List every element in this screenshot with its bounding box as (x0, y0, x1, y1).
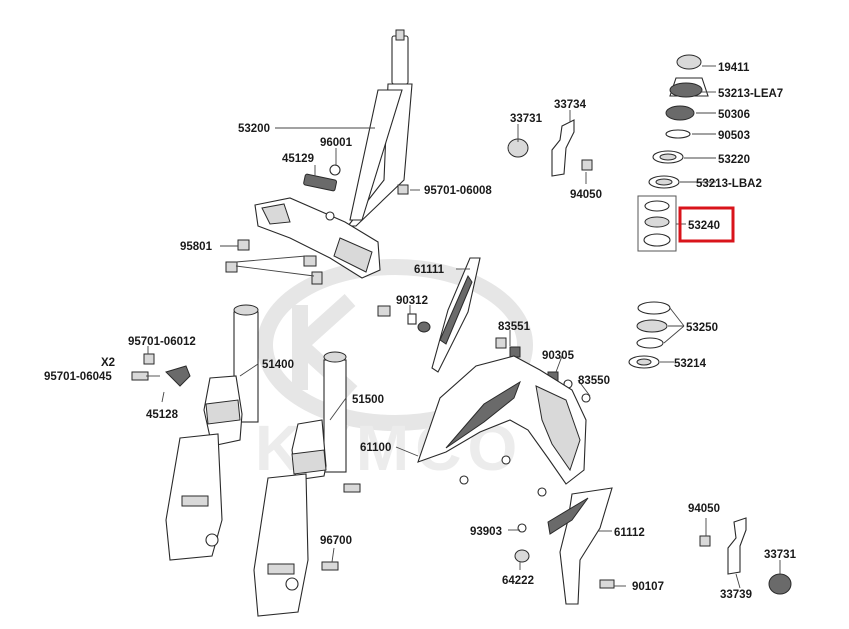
label-94050-bottom: 94050 (688, 503, 720, 515)
label-19411: 19411 (718, 62, 750, 74)
fork-leg-51400 (165, 304, 259, 561)
label-95801: 95801 (180, 241, 213, 253)
label-96001: 96001 (320, 137, 353, 149)
label-64222: 64222 (502, 575, 534, 587)
label-96700: 96700 (320, 535, 352, 547)
label-53214: 53214 (674, 358, 707, 370)
label-33739: 33739 (720, 589, 752, 601)
leader-lines (146, 65, 781, 589)
bracket-top (507, 119, 593, 177)
label-x2: X2 (101, 357, 115, 369)
fender-upper-61111 (431, 257, 481, 373)
label-51400: 51400 (262, 359, 294, 371)
fender-lower-61112 (547, 487, 613, 605)
part-labels: 53200 96001 45129 95801 95701-06008 3373… (44, 62, 797, 601)
label-90312: 90312 (396, 295, 428, 307)
stem-clamp-45129 (303, 173, 338, 192)
label-45128: 45128 (146, 409, 179, 421)
label-53250: 53250 (686, 322, 718, 334)
label-33734: 33734 (554, 99, 587, 111)
label-83551: 83551 (498, 321, 531, 333)
label-61100: 61100 (360, 442, 391, 454)
label-94050-top: 94050 (570, 189, 602, 201)
bearing-stack-top (648, 54, 709, 189)
label-33731-top: 33731 (510, 113, 543, 125)
bearing-stack-bottom (628, 301, 671, 369)
label-90107: 90107 (632, 581, 664, 593)
label-53213-lba2: 53213-LBA2 (696, 178, 762, 190)
label-83550: 83550 (578, 375, 610, 387)
bolts-stem (225, 164, 409, 285)
label-93903: 93903 (470, 526, 502, 538)
highlight-box (678, 206, 735, 243)
front-fender-61100 (417, 355, 587, 485)
label-53240: 53240 (688, 220, 720, 232)
bracket-bottom (699, 517, 792, 595)
label-45129: 45129 (282, 153, 314, 165)
label-95701-06008: 95701-06008 (424, 185, 492, 197)
label-90503: 90503 (718, 130, 750, 142)
label-95701-06045: 95701-06045 (44, 371, 112, 383)
label-53213-lea7: 53213-LEA7 (718, 88, 783, 100)
label-95701-06012: 95701-06012 (128, 336, 196, 348)
label-33731-bottom: 33731 (764, 549, 797, 561)
fork-leg-51500 (253, 351, 347, 617)
label-53200: 53200 (238, 123, 270, 135)
fender-screws (459, 455, 615, 589)
steering-stem-part (254, 29, 413, 279)
small-hardware-middle (377, 305, 591, 403)
fork-hardware (131, 353, 361, 571)
label-90305: 90305 (542, 350, 575, 362)
bearing-kit-53240 (637, 195, 677, 252)
label-50306: 50306 (718, 109, 750, 121)
label-61111: 61111 (414, 264, 445, 276)
label-51500: 51500 (352, 394, 384, 406)
label-53220: 53220 (718, 154, 750, 166)
label-61112: 61112 (614, 527, 645, 539)
